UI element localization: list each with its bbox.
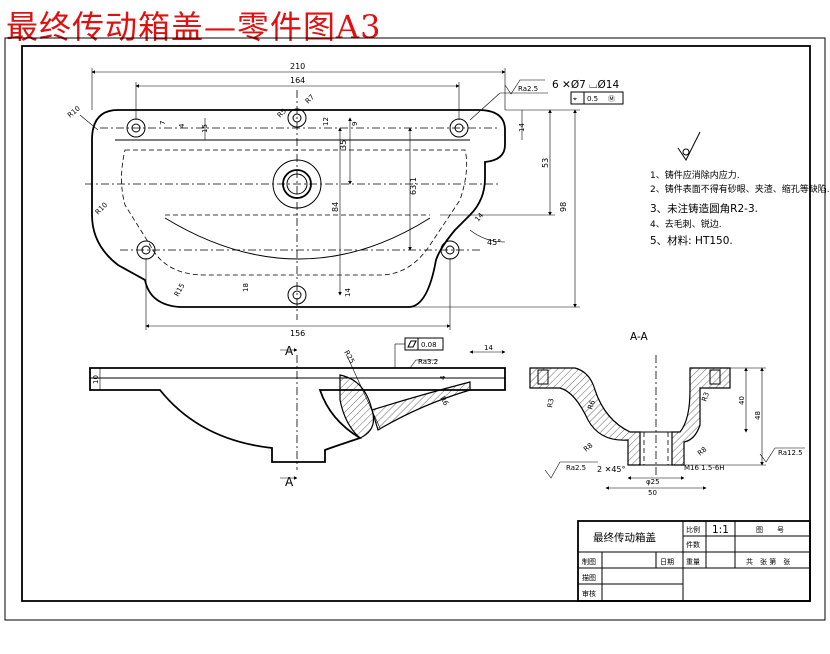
front-view: A A 10 14 4 R25 R6 0.08 Ra3.2: [89, 337, 506, 489]
note-1: 1、铸件应消除内应力.: [650, 169, 740, 181]
dim-section-phi25: φ25: [646, 478, 660, 486]
dim-15: 15: [201, 124, 209, 133]
dim-section-50: 50: [648, 489, 657, 497]
date-label: 日期: [660, 558, 674, 566]
roughness-front: Ra3.2: [418, 358, 438, 366]
roughness-left-symbol: [544, 461, 598, 479]
dim-63-1: 63.1: [409, 177, 418, 195]
roughness-symbol: [504, 79, 545, 95]
checked-by-label: 审核: [582, 589, 596, 598]
title-block: 最终传动箱盖 比例 1:1 件数 重量 图 号 日期 共 张 第 张 制图 描图…: [577, 520, 811, 602]
radius-r7: R7: [304, 93, 316, 105]
roughness-plan: Ra2.5: [518, 85, 538, 93]
dim-35: 35: [339, 140, 348, 150]
radius-front-r6: R6: [438, 395, 450, 408]
dim-14-diag: 14: [473, 211, 485, 223]
hole-callout: 6 ✕Ø7 ⌴Ø14: [552, 79, 619, 91]
position-value: 0.5: [587, 95, 598, 103]
section-label: A-A: [630, 331, 649, 343]
radius-r5: R5: [276, 107, 288, 119]
dim-section-48: 48: [754, 411, 762, 420]
flatness-value: 0.08: [421, 341, 437, 349]
section-mark-bottom: A: [285, 475, 294, 489]
radius-section-r8b: R8: [696, 445, 708, 457]
roughness-right-symbol: [759, 447, 805, 463]
plan-view: 210 164 156 98 53 63.1 84 35 15 7 4 12 9…: [66, 62, 624, 338]
page-title: 最终传动箱盖—零件图A3: [6, 8, 382, 46]
qty-label: 件数: [686, 540, 700, 549]
dim-210: 210: [290, 62, 305, 71]
dim-156: 156: [290, 329, 305, 338]
radius-front-r25: R25: [342, 349, 356, 365]
dim-7: 7: [159, 121, 167, 125]
dim-98: 98: [559, 202, 568, 212]
section-mark-top: A: [285, 344, 294, 358]
dim-164: 164: [290, 76, 305, 85]
thread-callout: M16 1.5-6H: [684, 464, 725, 472]
drawing-no-label: 图 号: [756, 526, 784, 534]
dim-9: 9: [351, 122, 359, 126]
radius-r10-top: R10: [66, 105, 82, 120]
dim-84: 84: [331, 202, 340, 212]
section-right-wall: [671, 367, 731, 466]
dim-18: 18: [242, 283, 250, 292]
technical-notes: 1、铸件应消除内应力. 2、铸件表面不得有砂眼、夹渣、缩孔等缺陷. 3、未注铸造…: [650, 169, 830, 247]
drawn-by-label: 制图: [582, 557, 596, 566]
outer-border: [4, 37, 826, 621]
front-outline: [89, 367, 506, 463]
inner-bowl-curve: [164, 217, 431, 260]
part-name: 最终传动箱盖: [593, 531, 656, 544]
radius-section-r3: R3: [546, 398, 555, 409]
chamfer-callout: 2 ✕45°: [597, 465, 626, 474]
weight-label: 重量: [686, 558, 700, 566]
roughness-section-right: Ra12.5: [778, 449, 803, 457]
cover-outline: [91, 109, 506, 308]
dim-12: 12: [322, 117, 330, 126]
sheets-label: 共 张 第 张: [746, 557, 790, 566]
section-left-wall: [529, 367, 641, 466]
dim-section-40: 40: [738, 396, 746, 405]
dim-front-4: 4: [439, 375, 447, 380]
radius-section-r6: R6: [586, 399, 597, 411]
radius-section-r3b: R3: [700, 391, 711, 403]
angle-45: 45°: [487, 238, 501, 247]
front-section-hatch: [339, 374, 375, 439]
inner-cavity-hidden: [121, 149, 468, 276]
scale-label: 比例: [686, 525, 700, 534]
drafted-by-label: 描图: [582, 573, 596, 582]
section-view: A-A 40 48 50 φ25 R3 R6 R8 R8 R3 Ra2.5 2 …: [529, 331, 805, 497]
flatness-icon: [407, 340, 417, 348]
dim-14-bottom: 14: [344, 288, 352, 297]
position-tolerance-frame: [570, 91, 624, 105]
radius-section-r8: R8: [582, 441, 594, 453]
dim-front-10: 10: [92, 375, 100, 384]
roughness-front-symbol: [409, 359, 438, 369]
note-3: 3、未注铸造圆角R2-3.: [650, 202, 758, 215]
position-modifier: Ⓜ: [608, 95, 615, 103]
note-5: 5、材料: HT150.: [650, 234, 733, 247]
position-symbol: ⌖: [573, 95, 577, 103]
roughness-section-left: Ra2.5: [566, 464, 586, 472]
radius-r15: R15: [173, 282, 187, 298]
dim-front-14: 14: [484, 344, 493, 352]
dim-4: 4: [178, 123, 186, 128]
note-4: 4、去毛刺、锐边.: [650, 218, 722, 230]
dim-53: 53: [541, 158, 550, 168]
general-roughness-icon: [677, 131, 701, 161]
radius-r10-side: R10: [94, 201, 109, 216]
dim-14-right: 14: [518, 123, 526, 132]
inner-border: [21, 45, 811, 602]
note-2: 2、铸件表面不得有砂眼、夹渣、缩孔等缺陷.: [650, 183, 830, 195]
scale-value: 1:1: [712, 524, 729, 536]
